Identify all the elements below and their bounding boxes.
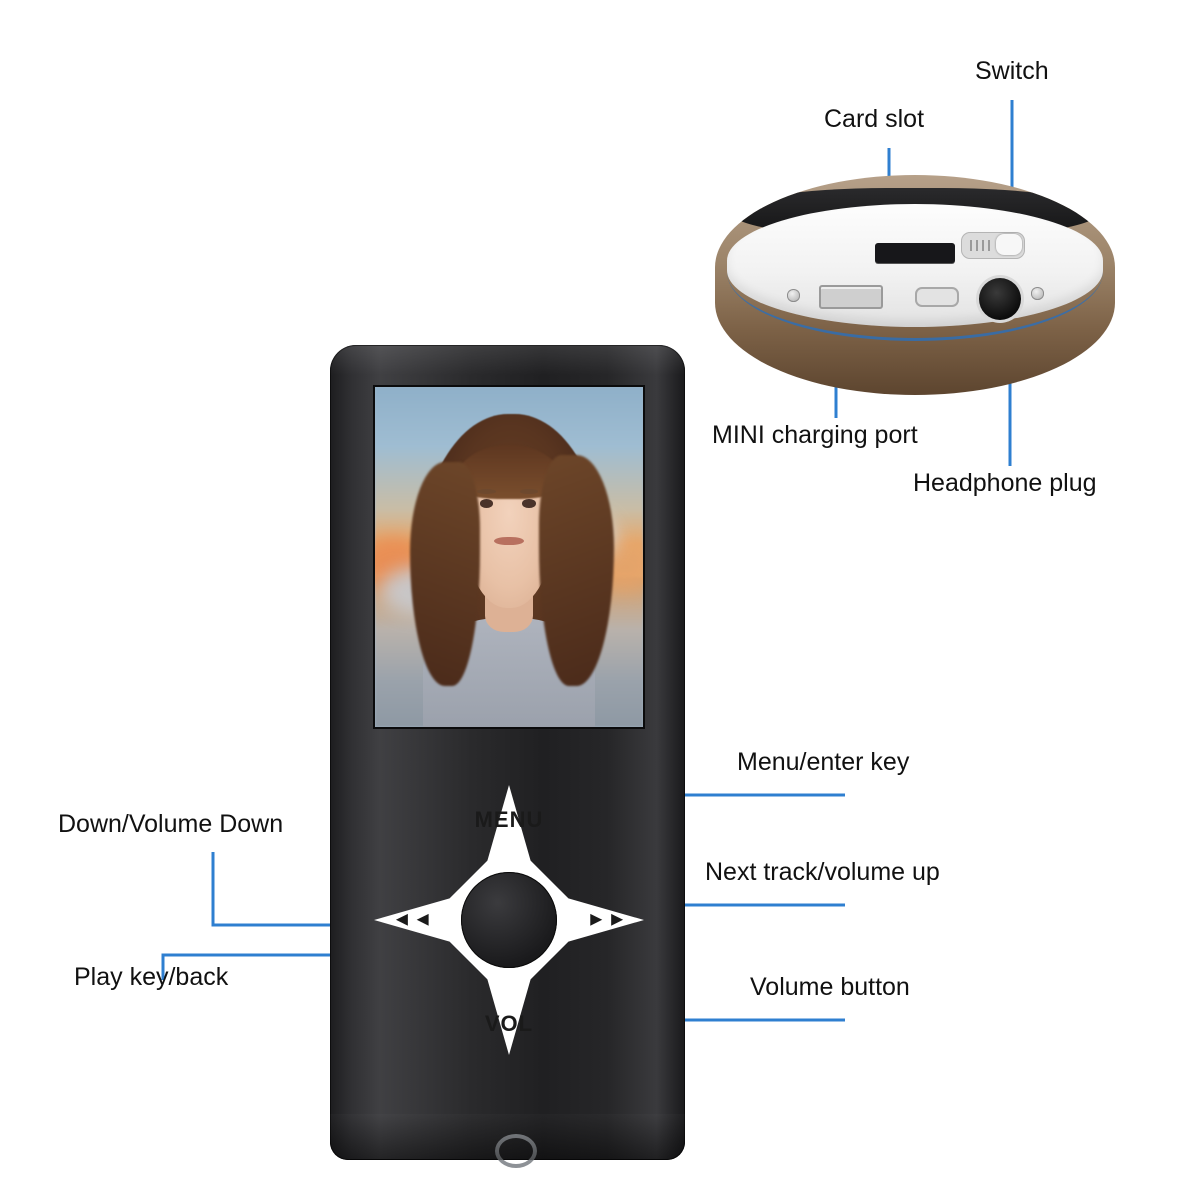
label-card-slot: Card slot xyxy=(824,105,925,133)
play-center-button[interactable] xyxy=(461,872,557,968)
portrait-eye-right xyxy=(522,499,536,509)
screw-left-icon xyxy=(787,289,800,302)
mini-usb-port[interactable] xyxy=(819,285,883,309)
mp3-player-body: MENU VOL ◄◄ ►► xyxy=(330,345,685,1168)
portrait-mouth xyxy=(494,536,524,546)
menu-button-label[interactable]: MENU xyxy=(474,807,544,832)
screen-photo xyxy=(375,387,643,727)
vol-button-label[interactable]: VOL xyxy=(484,1011,534,1036)
lanyard-loop xyxy=(495,1134,537,1168)
portrait-eye-left xyxy=(479,499,493,509)
screw-right-icon xyxy=(1031,287,1044,300)
device-top-edge-photo xyxy=(715,175,1115,395)
power-switch[interactable] xyxy=(961,232,1025,259)
label-menu-enter-key: Menu/enter key xyxy=(737,748,910,776)
label-next-track-volume-up: Next track/volume up xyxy=(705,858,940,886)
portrait-hair-left xyxy=(409,461,480,687)
reset-slot[interactable] xyxy=(915,287,959,307)
portrait-brow-right xyxy=(519,489,539,494)
click-wheel[interactable]: MENU VOL ◄◄ ►► xyxy=(374,785,644,1055)
portrait-hair-right xyxy=(538,455,614,687)
edge-blue-rim xyxy=(727,272,1103,341)
previous-track-icon[interactable]: ◄◄ xyxy=(392,908,434,931)
card-slot-port[interactable] xyxy=(875,243,955,263)
switch-grip-bars xyxy=(969,239,992,252)
player-screen xyxy=(375,387,643,727)
label-down-volume-down: Down/Volume Down xyxy=(58,810,284,838)
label-headphone-plug: Headphone plug xyxy=(913,469,1097,497)
label-mini-charging-port: MINI charging port xyxy=(712,421,918,449)
portrait-brow-left xyxy=(476,489,496,494)
switch-knob[interactable] xyxy=(996,234,1022,255)
headphone-jack[interactable] xyxy=(979,278,1021,321)
label-play-key-back: Play key/back xyxy=(74,963,229,991)
label-switch: Switch xyxy=(975,57,1049,85)
label-volume-button: Volume button xyxy=(750,973,910,1001)
next-track-icon[interactable]: ►► xyxy=(586,908,628,931)
